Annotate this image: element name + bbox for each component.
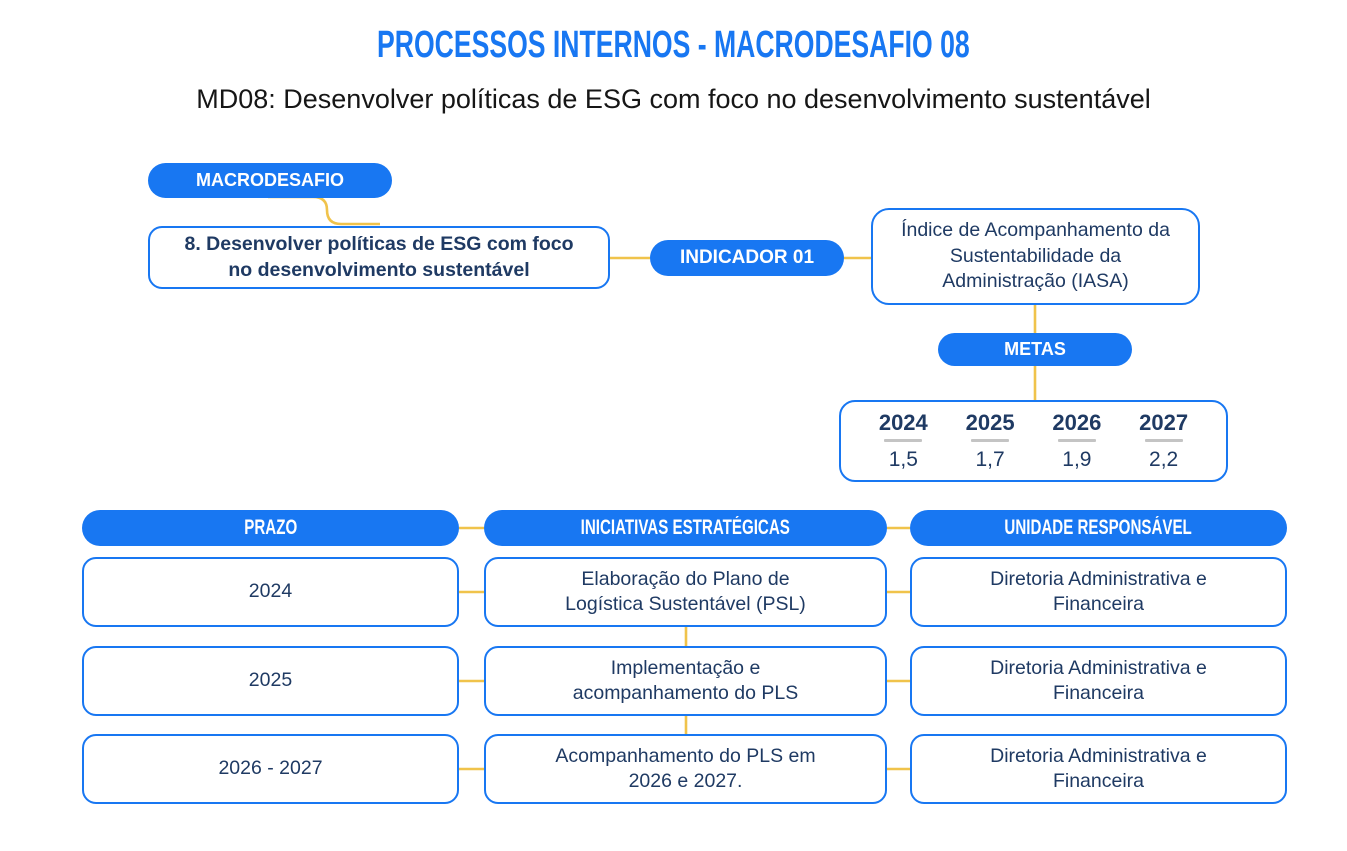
header-pill-unidade: UNIDADE RESPONSÁVEL	[910, 510, 1287, 546]
page-title: PROCESSOS INTERNOS - MACRODESAFIO 08	[377, 24, 970, 66]
row2-unidade: Diretoria Administrativa e Financeira	[990, 656, 1207, 704]
header-iniciativas-label: INICIATIVAS ESTRATÉGICAS	[580, 516, 791, 539]
indicador-box: Índice de Acompanhamento da Sustentabili…	[871, 208, 1200, 305]
metas-pill: METAS	[938, 333, 1132, 366]
meta-col-2027: 2027 2,2	[1139, 409, 1188, 473]
meta-underline	[1144, 439, 1183, 442]
meta-value: 1,5	[888, 447, 918, 471]
row1-prazo-box: 2024	[82, 557, 459, 627]
meta-year: 2027	[1139, 409, 1189, 435]
meta-value: 1,7	[975, 447, 1005, 471]
row3-unidade: Diretoria Administrativa e Financeira	[990, 744, 1207, 792]
header-prazo-label: PRAZO	[244, 516, 297, 539]
row1-iniciativa: Elaboração do Plano de Logística Sustent…	[565, 567, 806, 615]
header-unidade-label: UNIDADE RESPONSÁVEL	[1004, 516, 1193, 539]
indicador-description: Índice de Acompanhamento da Sustentabili…	[901, 219, 1170, 293]
row2-iniciativa: Implementação e acompanhamento do PLS	[572, 656, 799, 704]
row3-unidade-box: Diretoria Administrativa e Financeira	[910, 734, 1287, 804]
macrodesafio-pill-label: MACRODESAFIO	[196, 170, 344, 190]
row2-iniciativa-box: Implementação e acompanhamento do PLS	[484, 646, 887, 716]
indicador-pill-label: INDICADOR 01	[679, 247, 815, 268]
row1-iniciativa-box: Elaboração do Plano de Logística Sustent…	[484, 557, 887, 627]
row3-iniciativa-box: Acompanhamento do PLS em 2026 e 2027.	[484, 734, 887, 804]
indicador-pill: INDICADOR 01	[650, 240, 844, 276]
meta-col-2026: 2026 1,9	[1052, 409, 1101, 473]
row3-prazo-box: 2026 - 2027	[82, 734, 459, 804]
page-subtitle: MD08: Desenvolver políticas de ESG com f…	[196, 84, 1151, 114]
row3-iniciativa: Acompanhamento do PLS em 2026 e 2027.	[555, 744, 816, 792]
meta-underline	[1057, 439, 1096, 442]
row3-prazo: 2026 - 2027	[218, 757, 323, 780]
header-pill-iniciativas: INICIATIVAS ESTRATÉGICAS	[484, 510, 887, 546]
row2-prazo-box: 2025	[82, 646, 459, 716]
meta-underline	[884, 439, 923, 442]
meta-year: 2024	[878, 409, 928, 435]
row1-prazo: 2024	[248, 580, 293, 603]
macrodesafio-box: 8. Desenvolver políticas de ESG com foco…	[148, 226, 610, 289]
header-pill-prazo: PRAZO	[82, 510, 459, 546]
meta-year: 2025	[965, 409, 1015, 435]
metas-grid: 2024 1,5 2025 1,7 2026 1,9 2027 2,2	[841, 409, 1226, 473]
meta-value: 2,2	[1149, 447, 1179, 471]
meta-value: 1,9	[1062, 447, 1092, 471]
connector-macrodesafio-to-box	[268, 195, 380, 226]
macrodesafio-description: 8. Desenvolver políticas de ESG com foco…	[184, 233, 574, 281]
row2-unidade-box: Diretoria Administrativa e Financeira	[910, 646, 1287, 716]
meta-col-2025: 2025 1,7	[966, 409, 1015, 473]
meta-year: 2026	[1052, 409, 1102, 435]
meta-col-2024: 2024 1,5	[879, 409, 928, 473]
row1-unidade-box: Diretoria Administrativa e Financeira	[910, 557, 1287, 627]
meta-underline	[971, 439, 1010, 442]
row1-unidade: Diretoria Administrativa e Financeira	[990, 567, 1207, 615]
row2-prazo: 2025	[248, 669, 293, 692]
metas-box: 2024 1,5 2025 1,7 2026 1,9 2027 2,2	[839, 400, 1228, 482]
metas-pill-label: METAS	[1004, 339, 1066, 359]
macrodesafio-pill: MACRODESAFIO	[148, 163, 392, 198]
